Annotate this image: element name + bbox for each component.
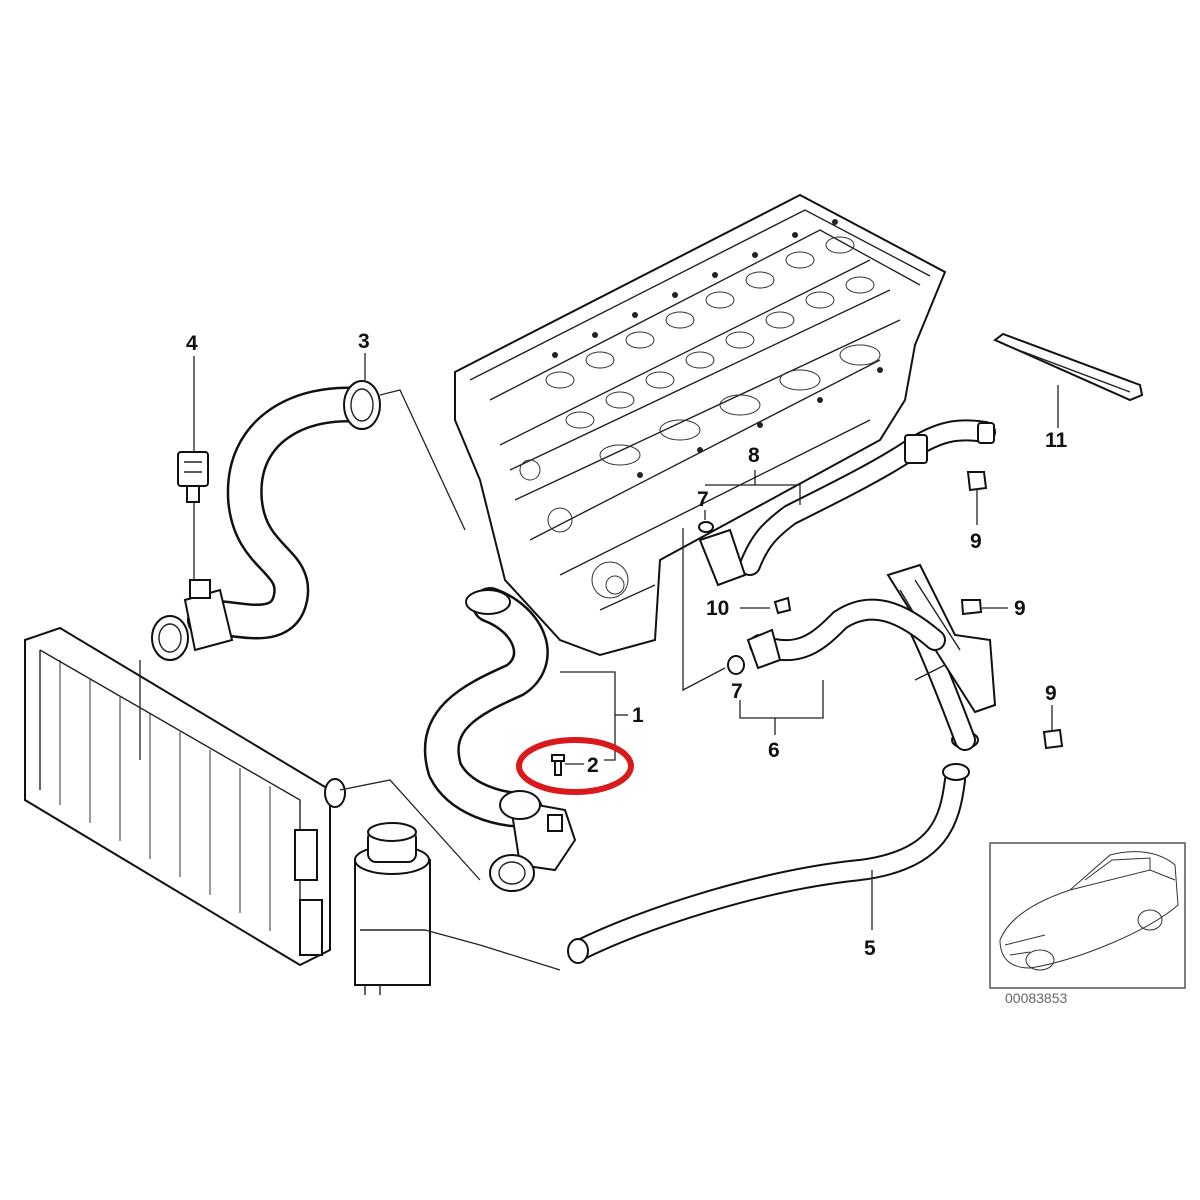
callout-1: 1 — [632, 704, 644, 727]
callout-9-middle: 9 — [1014, 597, 1026, 620]
leader-lines — [139, 353, 1059, 971]
callout-8: 8 — [748, 444, 760, 467]
highlight-circle — [516, 737, 634, 795]
bolt-lower — [1042, 728, 1064, 750]
plug — [773, 596, 792, 615]
bolt-upper — [966, 471, 988, 492]
o-ring-lower — [727, 655, 745, 675]
callout-9-lower: 9 — [1045, 682, 1057, 705]
heater-hose-upper — [698, 419, 996, 587]
callout-9-upper: 9 — [970, 530, 982, 553]
vehicle-thumbnail: 00083853 — [989, 842, 1186, 1006]
callout-2: 2 — [587, 754, 599, 777]
callout-labels: 3 4 1 2 8 7 10 7 6 9 9 9 11 5 — [186, 330, 1068, 960]
cable-tie — [993, 332, 1144, 402]
callout-10: 10 — [706, 597, 729, 620]
bolt-middle — [960, 599, 983, 616]
upper-radiator-hose — [151, 380, 381, 661]
callout-7-upper: 7 — [697, 488, 709, 511]
callout-7-lower: 7 — [731, 680, 743, 703]
heater-hose-lower — [746, 598, 946, 670]
callout-5: 5 — [864, 937, 876, 960]
callout-4: 4 — [186, 332, 198, 355]
callout-11: 11 — [1045, 429, 1068, 452]
temperature-sensor — [177, 451, 209, 580]
engine-cylinder-head — [454, 193, 947, 657]
reference-number: 00083853 — [1005, 990, 1068, 1006]
bleed-screw — [551, 754, 565, 776]
callout-6: 6 — [768, 739, 780, 762]
callout-3: 3 — [358, 330, 370, 353]
o-ring-upper — [698, 521, 714, 533]
lower-engine-hose — [423, 587, 577, 892]
expansion-tank — [354, 822, 431, 995]
radiator — [24, 626, 346, 967]
